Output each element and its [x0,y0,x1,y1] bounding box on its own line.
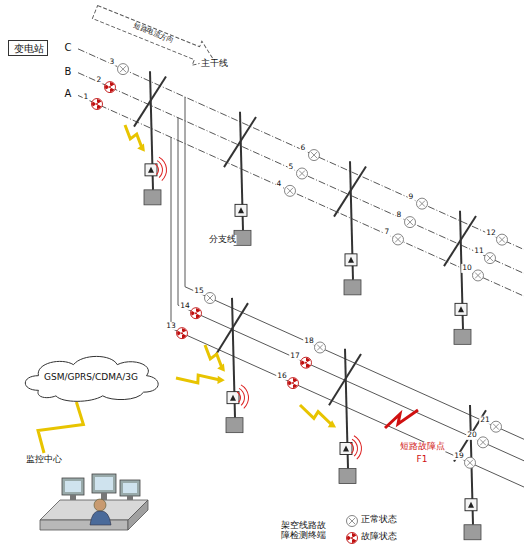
callout-number: 13 [165,322,177,330]
normal-indicator [478,437,489,448]
node-text: GSM/GPRS/CDMA/3G [44,372,138,382]
branch-wire [171,137,524,487]
monitoring-desk [40,474,148,530]
normal-indicator [417,198,428,209]
callout-number: 7 [384,228,391,236]
callout-number: 14 [179,302,191,310]
callout-number: 11 [473,247,485,255]
node-text: 监控中心 [26,455,62,465]
legend-text: 正常状态 [361,515,397,525]
callout-number: 8 [396,211,403,219]
wireless-bolt [205,345,222,368]
wireless-bolt [176,375,220,383]
callout-number: 18 [303,336,315,344]
normal-indicator [491,421,502,432]
normal-indicator [473,270,484,281]
pole [329,349,362,484]
callout-number: 12 [485,229,497,237]
callout-number: 9 [408,193,415,201]
trunk-wire [78,95,524,296]
phase-label: A [64,88,73,99]
normal-indicator [285,185,296,196]
normal-indicator [485,253,496,264]
trunk-line-label: 主干线 [200,59,229,69]
pole [454,405,486,540]
normal-indicator [465,457,476,468]
pole [224,112,256,246]
wireless-link [38,402,83,453]
phase-label: C [64,41,73,52]
callout-number: 2 [96,76,103,84]
callout-number: 1 [83,93,90,101]
callout-number: 19 [453,452,465,460]
callout-number: 16 [276,372,288,380]
fault-indicator [191,308,202,319]
fault-indicator [347,533,358,544]
callout-number: 4 [276,180,283,188]
fault-indicator [288,378,299,389]
monitoring-center: 监控中心 [24,454,64,466]
callout-number: 21 [479,416,491,424]
substation-box: 变电站 [8,40,48,56]
normal-indicator [205,293,216,304]
wireless-bolt [125,125,142,148]
normal-indicator [347,516,358,527]
callout-number: 5 [288,162,295,170]
fault-spark [385,410,418,428]
legend-title: 架空线路故障检测终端 [278,521,328,541]
network-cloud: GSM/GPRS/CDMA/3G [18,350,164,405]
normal-indicator [309,150,320,161]
normal-indicator [393,234,404,245]
pole [444,211,476,345]
wireless-bolt [300,405,332,425]
callout-number: 6 [300,144,307,152]
callout-number: 20 [466,431,478,439]
trunk-wire [78,73,524,274]
branch-wire [185,97,524,439]
fault-indicator [301,357,312,368]
fault-indicator [177,328,188,339]
normal-indicator [315,342,326,353]
callout-number: 3 [109,58,116,66]
phase-label: B [64,65,73,76]
legend-text: 故障状态 [361,532,397,542]
fault-indicator [92,99,103,110]
callout-number: 17 [289,352,301,360]
fault-point-label: F1 [416,455,429,465]
callout-number: 10 [461,264,473,272]
normal-indicator [118,64,129,75]
normal-indicator [297,168,308,179]
normal-indicator [405,217,416,228]
fault-indicator [105,82,116,93]
pole [334,161,366,295]
node-text: 变电站 [14,43,42,55]
trunk-wire [78,49,524,250]
fault-point-label: 短路故障点 [399,442,446,452]
normal-indicator [497,234,508,245]
branch-line-label: 分支线 [208,235,237,245]
callout-number: 15 [193,287,205,295]
